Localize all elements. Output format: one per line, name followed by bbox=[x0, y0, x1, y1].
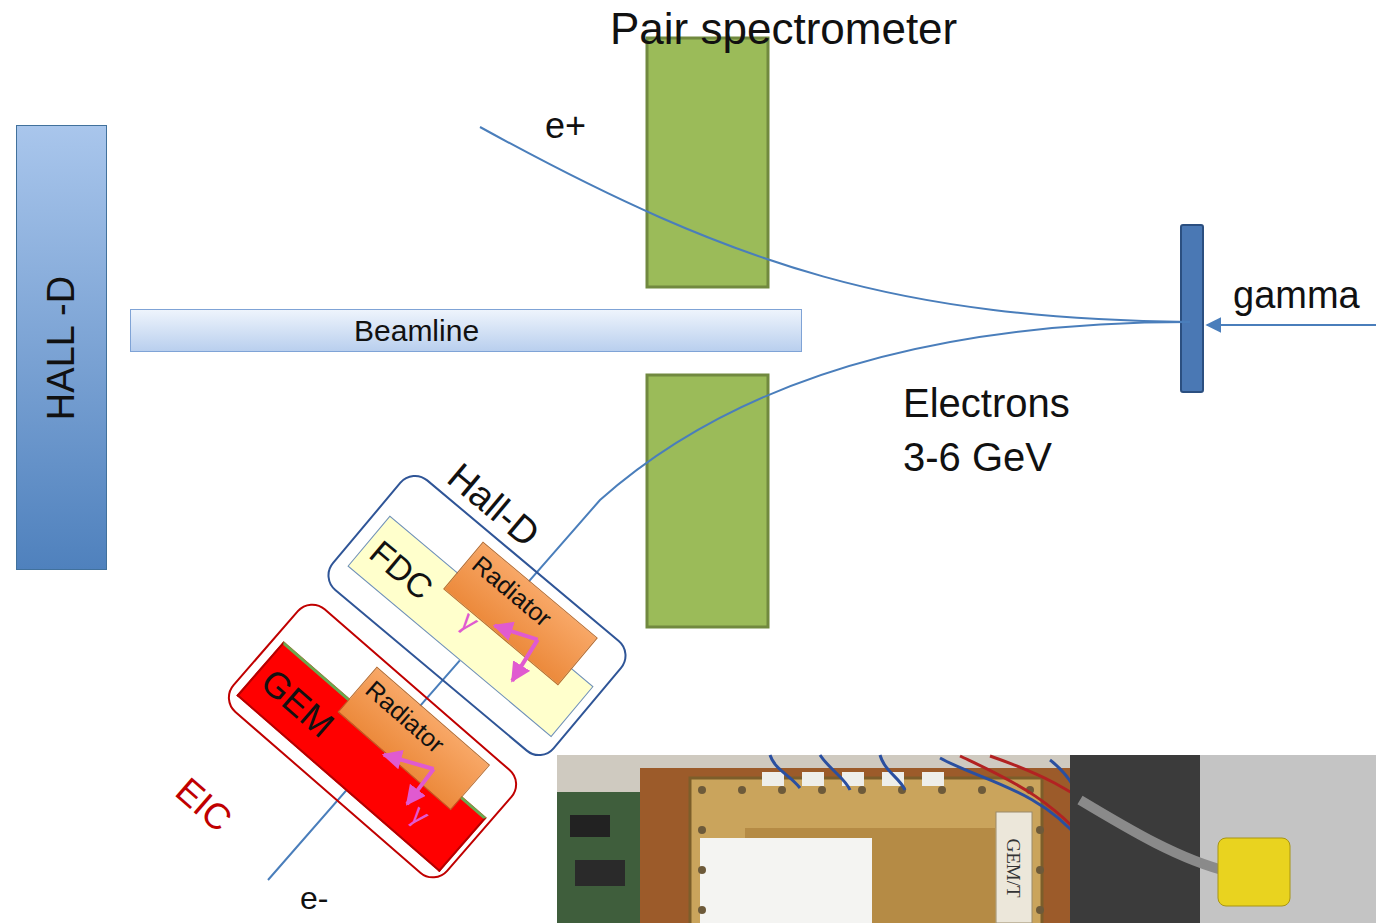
chip bbox=[570, 815, 610, 837]
photon-arrow bbox=[404, 769, 435, 804]
magnet-label: Pair spectrometer bbox=[610, 4, 957, 55]
detector-photo bbox=[557, 755, 1376, 923]
cable bbox=[1080, 800, 1230, 872]
foam-block bbox=[700, 838, 872, 923]
magnet-pole bbox=[647, 375, 768, 627]
chamber-name: GEM bbox=[252, 661, 341, 746]
beam-label: gamma bbox=[1233, 274, 1360, 318]
chip bbox=[575, 860, 625, 886]
photon-arrow bbox=[507, 639, 543, 680]
beamline-bar: Beamline bbox=[130, 309, 802, 352]
connector-block bbox=[1218, 838, 1290, 906]
radiator-name: Radiator bbox=[467, 549, 558, 632]
positron-track bbox=[480, 127, 1190, 322]
hall-block: HALL -D bbox=[16, 125, 107, 570]
photo-tag: GEM/T bbox=[1002, 838, 1024, 897]
beamline-name: Beamline bbox=[354, 313, 479, 348]
hall-name: HALL -D bbox=[40, 275, 84, 419]
wires bbox=[770, 755, 1120, 923]
photon-arrow bbox=[383, 738, 433, 785]
particle-label: e- bbox=[300, 882, 328, 914]
photon-arrow bbox=[495, 612, 538, 652]
rack bbox=[1070, 755, 1376, 923]
converter-target bbox=[1181, 225, 1203, 392]
particle-label: e+ bbox=[545, 108, 586, 144]
magnet-pole bbox=[647, 38, 768, 287]
readout-board bbox=[557, 792, 649, 923]
energy-note: Electrons 3-6 GeV bbox=[903, 376, 1093, 484]
label-strip bbox=[996, 812, 1032, 923]
chamber-name: FDC bbox=[362, 532, 441, 607]
group-heading: EIC bbox=[167, 769, 239, 840]
photon-beam-arrow bbox=[1207, 324, 1376, 326]
rivets bbox=[698, 786, 1044, 914]
detector-frame bbox=[690, 778, 1042, 923]
panel bbox=[1200, 755, 1376, 923]
group-heading: Hall-D bbox=[439, 454, 548, 555]
